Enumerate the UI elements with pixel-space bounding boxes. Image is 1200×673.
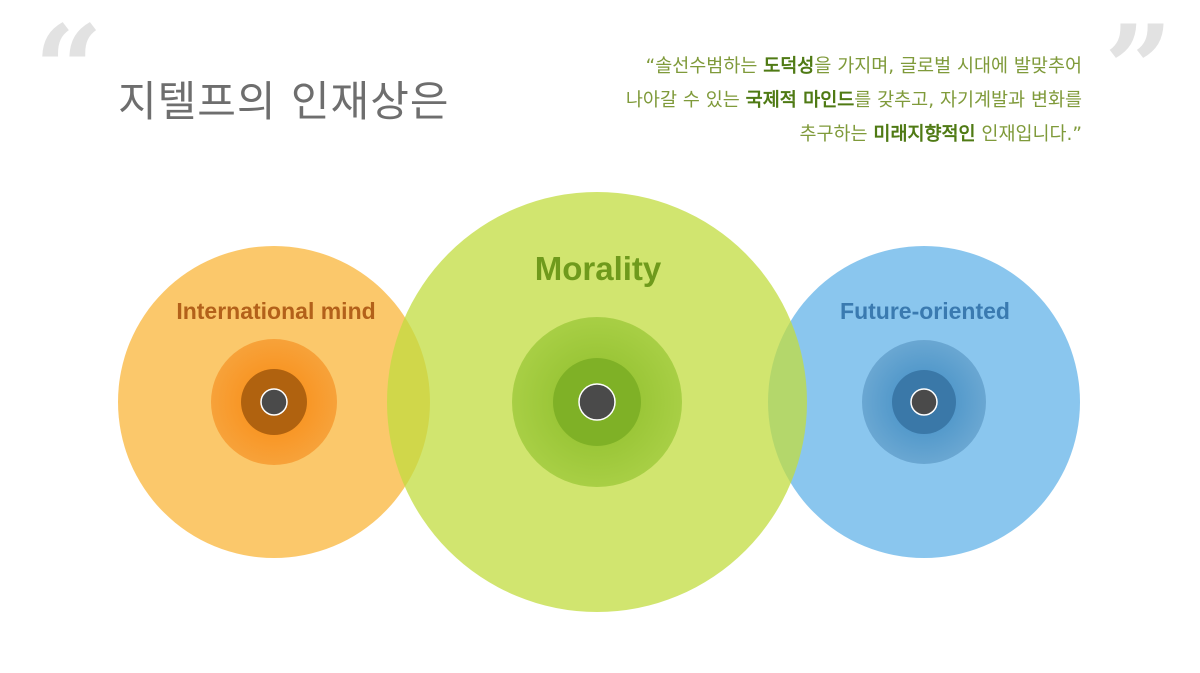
statement-line-3: 추구하는 미래지향적인 인재입니다.” [462, 118, 1082, 152]
open-quote-mark: “ [34, 0, 104, 140]
statement-text-span: “솔선수범하는 [645, 56, 764, 77]
statement-line-2: 나아갈 수 있는 국제적 마인드를 갖추고, 자기계발과 변화를 [462, 84, 1082, 118]
future-oriented-label: Future-oriented [840, 298, 1010, 324]
morality-center-dot [578, 383, 616, 421]
international-center-dot [260, 388, 288, 416]
keyword-morality: 도덕성 [763, 56, 815, 77]
statement-line-1: “솔선수범하는 도덕성을 가지며, 글로벌 시대에 발맞추어 [462, 50, 1082, 84]
keyword-future: 미래지향적인 [873, 124, 976, 145]
statement-text-span: 추구하는 [799, 124, 874, 145]
morality-label: Morality [535, 250, 662, 287]
statement-text-span: 를 갖추고, 자기계발과 변화를 [854, 90, 1082, 111]
statement-text-span: 나아갈 수 있는 [625, 90, 746, 111]
future-center-dot [910, 388, 938, 416]
close-quote-mark: ” [1104, 0, 1174, 140]
international-mind-label: International mind [176, 298, 375, 324]
statement-text-span: 을 가지며, 글로벌 시대에 발맞추어 [814, 56, 1082, 77]
keyword-international: 국제적 마인드 [745, 90, 855, 111]
statement-text: “솔선수범하는 도덕성을 가지며, 글로벌 시대에 발맞추어 나아갈 수 있는 … [462, 50, 1082, 152]
page-title: 지텔프의 인재상은 [118, 77, 450, 126]
statement-text-span: 인재입니다.” [975, 124, 1082, 145]
